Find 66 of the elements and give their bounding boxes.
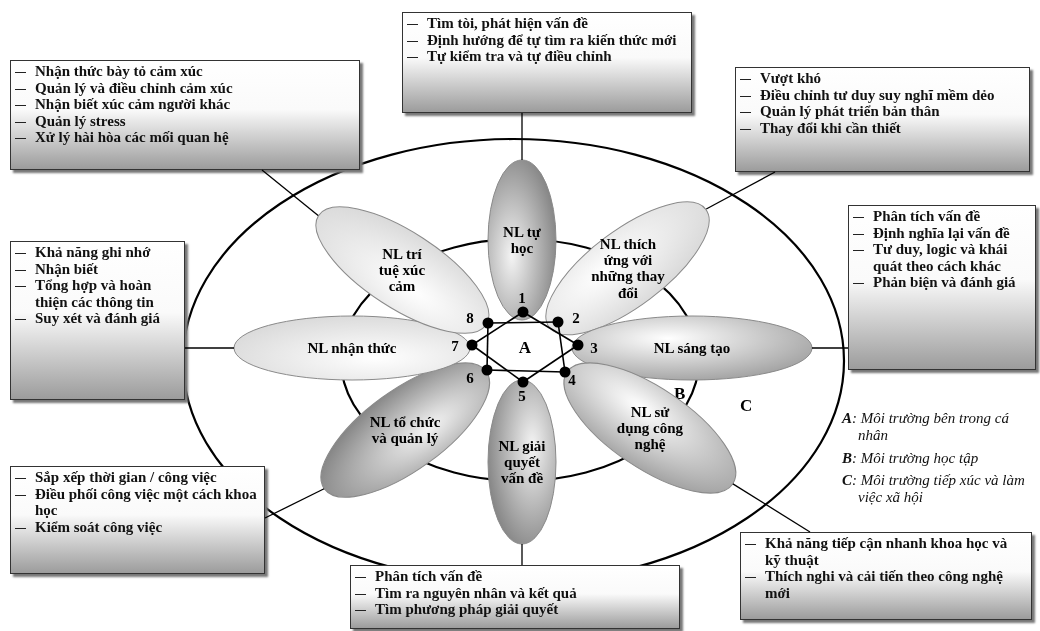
list-item: Vượt khó <box>738 70 1023 87</box>
bullet-list-box <box>402 12 692 113</box>
list-item: Tìm phương pháp giải quyết <box>353 601 673 618</box>
bullet-list-box <box>848 205 1036 370</box>
list-item: Tìm ra nguyên nhân và kết quả <box>353 584 673 601</box>
bullet-list-box <box>740 532 1032 620</box>
list-item: Tự kiểm tra và tự điều chỉnh <box>405 48 685 65</box>
petal-label: NL tự học <box>502 223 542 257</box>
list-item: Nhận biết xúc cảm người khác <box>13 96 353 113</box>
list-item: Tư duy, logic và khái quát theo cách khác <box>851 241 1029 274</box>
leader-line <box>705 171 776 210</box>
legend-note: C: Môi trường tiếp xúc và làm việc xã hội <box>842 471 1026 507</box>
list-item: Định hướng để tự tìm ra kiến thức mới <box>405 31 685 48</box>
number-label: 2 <box>572 309 580 327</box>
petal-label: NL tổ chức và quản lý <box>368 413 442 447</box>
list-item: Kiểm soát công việc <box>13 518 258 535</box>
number-label: 4 <box>568 371 576 389</box>
list-item: Phân tích vấn đề <box>851 208 1029 225</box>
list-item: Phân tích vấn đề <box>353 568 673 585</box>
bullet-list-box <box>10 60 360 170</box>
list-item: Nhận thức bày tỏ cảm xúc <box>13 63 353 80</box>
number-label: 3 <box>590 339 598 357</box>
petal-label: NL sử dụng công nghệ <box>615 403 685 453</box>
list-item: Suy xét và đánh giá <box>13 310 178 327</box>
leader-line <box>184 347 235 349</box>
list-item: Tìm tòi, phát hiện vấn đề <box>405 15 685 32</box>
region-letter: C <box>740 396 753 416</box>
bullet-list-box <box>10 241 185 400</box>
region-letter: B <box>674 384 686 404</box>
leader-line <box>521 543 523 566</box>
list-item: Định nghĩa lại vấn đề <box>851 224 1029 241</box>
leader-line <box>732 483 811 533</box>
leader-line <box>521 112 523 161</box>
list-item: Quản lý và điều chỉnh cảm xúc <box>13 79 353 96</box>
bullet-list-box <box>350 565 680 629</box>
petal-label: NL nhận thức <box>307 339 397 357</box>
leader-line <box>261 169 319 217</box>
list-item: Khả năng tiếp cận nhanh khoa học và kỹ thuật <box>743 535 1025 568</box>
bullet-list-box <box>10 466 265 574</box>
legend-note: A: Môi trường bên trong cá nhân <box>842 410 1010 445</box>
list-item: Sắp xếp thời gian / công việc <box>13 469 258 486</box>
petal-label: NL giải quyết vấn đề <box>497 437 547 487</box>
list-item: Quản lý phát triển bản thân <box>738 103 1023 120</box>
list-item: Quản lý stress <box>13 112 353 129</box>
list-item: Thích nghi và cải tiến theo công nghệ mới <box>743 568 1025 601</box>
list-item: Điều phối công việc một cách khoa học <box>13 485 258 519</box>
bullet-list-box <box>735 67 1030 172</box>
leader-line <box>811 347 849 349</box>
petal-label: NL sáng tạo <box>653 339 731 357</box>
petal-label: NL thích ứng với những thay đổi <box>590 235 666 301</box>
number-label: 5 <box>518 387 526 405</box>
leader-line <box>264 488 325 519</box>
legend-note: B: Môi trường học tập <box>842 449 980 467</box>
list-item: Xử lý hài hòa các mối quan hệ <box>13 129 353 146</box>
list-item: Nhận biết <box>13 260 178 277</box>
list-item: Khả năng ghi nhớ <box>13 244 178 261</box>
list-item: Phản biện và đánh giá <box>851 274 1029 291</box>
petal-label: NL trí tuệ xúc cảm <box>377 245 427 295</box>
number-label: 8 <box>466 309 474 327</box>
number-label: 7 <box>451 337 459 355</box>
number-label: 1 <box>518 289 526 307</box>
number-label: 6 <box>466 369 474 387</box>
list-item: Điều chỉnh tư duy suy nghĩ mềm dẻo <box>738 86 1023 103</box>
list-item: Thay đổi khi cần thiết <box>738 119 1023 136</box>
number-label: A <box>518 338 532 358</box>
list-item: Tổng hợp và hoàn thiện các thông tin <box>13 277 178 310</box>
